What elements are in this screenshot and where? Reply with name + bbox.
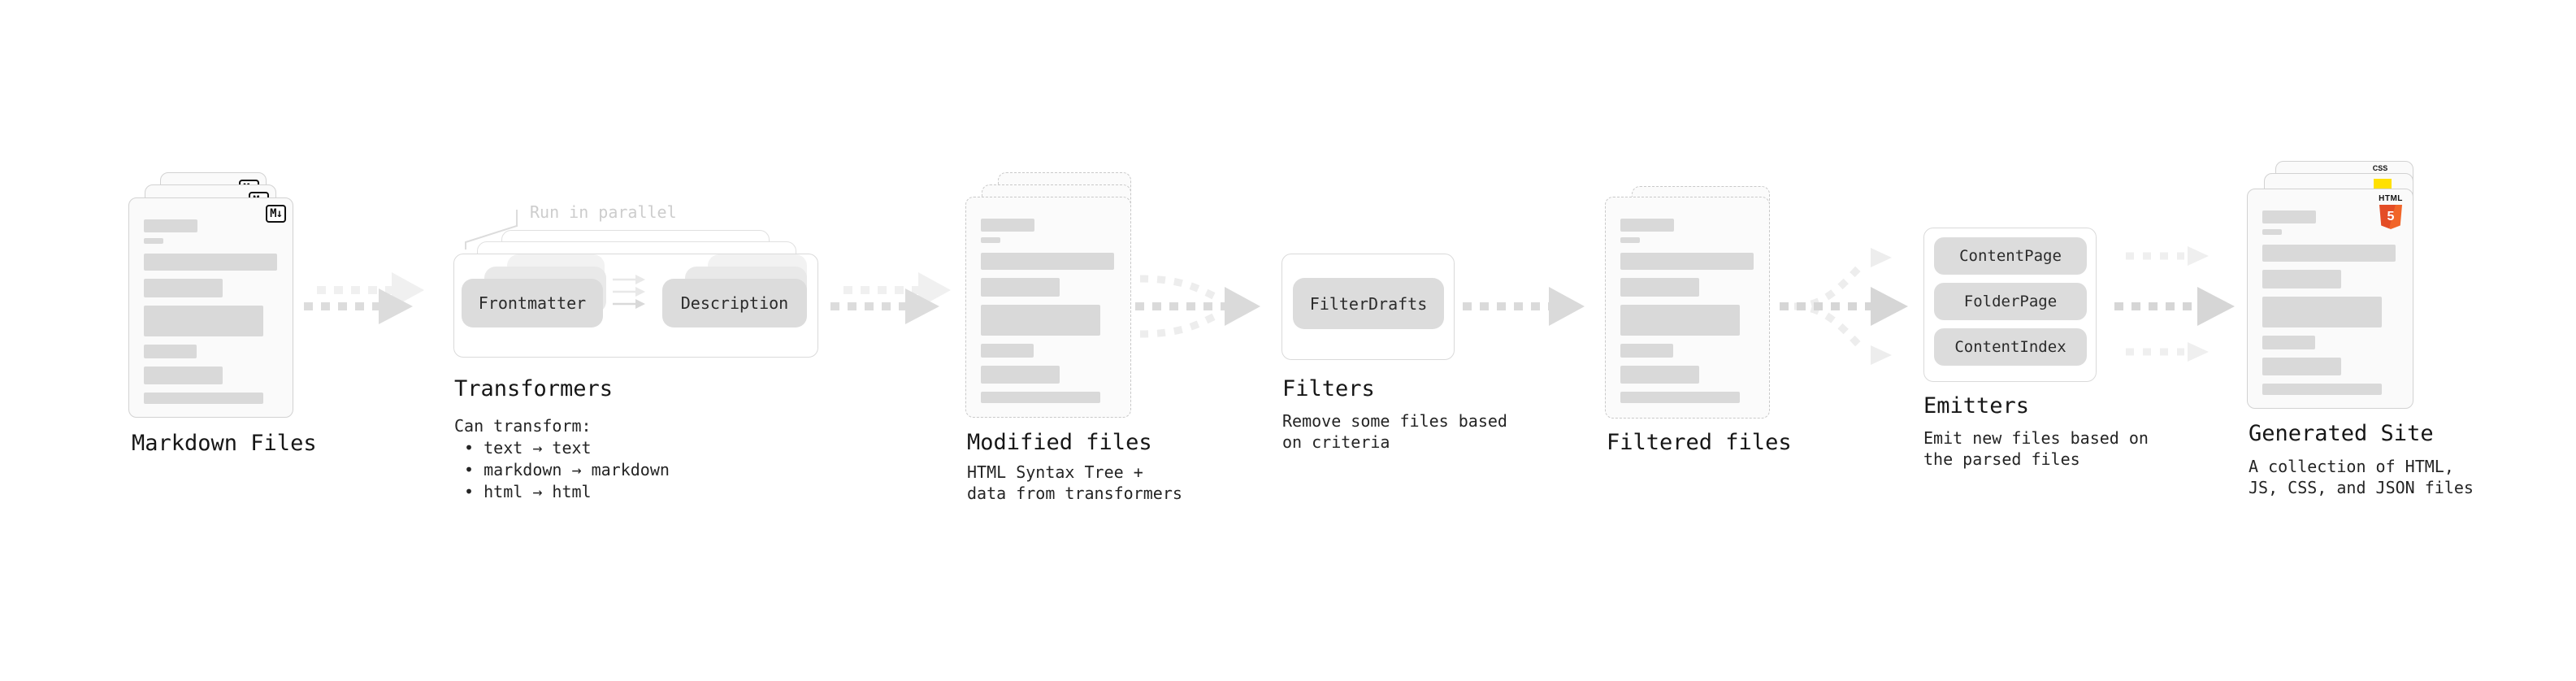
text-line-placeholder xyxy=(1620,237,1640,243)
leader-line xyxy=(465,210,518,249)
flow-arrow-markdown-to-transformers xyxy=(304,272,424,324)
markdown-icon: M↓ xyxy=(266,205,286,223)
text-line-placeholder xyxy=(144,306,263,336)
text-line-placeholder xyxy=(144,367,223,384)
text-line-placeholder xyxy=(144,279,223,297)
text-line-placeholder xyxy=(1620,344,1673,358)
generated-site-description: A collection of HTML, JS, CSS, and JSON … xyxy=(2249,457,2474,497)
emit-arrows xyxy=(2114,246,2235,362)
html5-icon: HTML 5 xyxy=(2379,195,2403,229)
text-line-placeholder xyxy=(144,345,197,358)
emitter-pill-folderpage: FolderPage xyxy=(1934,283,2087,320)
modified-files-label: Modified files xyxy=(967,430,1152,455)
transformers-title: Transformers xyxy=(454,376,614,401)
text-line-placeholder xyxy=(2262,297,2382,327)
text-line-placeholder xyxy=(2262,384,2382,395)
filters-title: Filters xyxy=(1282,376,1375,401)
text-line-placeholder xyxy=(144,254,277,271)
emitters-title: Emitters xyxy=(1923,393,2030,419)
text-line-placeholder xyxy=(1620,305,1740,336)
fan-out-arrow xyxy=(1780,248,1908,365)
parallel-arrows-icon xyxy=(613,275,645,309)
text-line-placeholder xyxy=(144,238,163,244)
modified-files-description: HTML Syntax Tree + data from transformer… xyxy=(967,462,1182,503)
transformers-description: Can transform: • text → text • markdown … xyxy=(454,416,670,501)
filtered-file-card xyxy=(1605,197,1770,419)
emitter-pill-contentindex: ContentIndex xyxy=(1934,328,2087,366)
js-badge xyxy=(2374,179,2392,191)
text-line-placeholder xyxy=(1620,366,1699,384)
text-line-placeholder xyxy=(981,392,1100,403)
css-badge-label: CSS xyxy=(2372,164,2388,172)
text-line-placeholder xyxy=(144,393,263,404)
run-in-parallel-note: Run in parallel xyxy=(530,202,677,222)
markdown-file-card: M↓ xyxy=(128,197,293,418)
description-pill: Description xyxy=(662,279,807,327)
text-line-placeholder xyxy=(981,344,1034,358)
filters-description: Remove some files based on criteria xyxy=(1282,411,1507,452)
filterdrafts-pill: FilterDrafts xyxy=(1293,278,1444,329)
text-line-placeholder xyxy=(1620,392,1740,403)
text-line-placeholder xyxy=(2262,210,2316,223)
text-line-placeholder xyxy=(981,237,1000,243)
generated-site-title: Generated Site xyxy=(2249,421,2434,446)
text-line-placeholder xyxy=(981,253,1114,270)
text-line-placeholder xyxy=(981,305,1100,336)
text-line-placeholder xyxy=(2262,270,2341,288)
text-line-placeholder xyxy=(981,219,1034,232)
generated-html-card: HTML 5 xyxy=(2247,189,2413,409)
modified-file-card xyxy=(965,197,1131,418)
text-line-placeholder xyxy=(1620,219,1674,232)
html5-word: HTML xyxy=(2379,194,2403,203)
text-line-placeholder xyxy=(981,366,1060,384)
flow-arrow-transformers-to-modified xyxy=(830,272,951,324)
text-line-placeholder xyxy=(981,278,1060,297)
text-line-placeholder xyxy=(2262,229,2282,235)
text-line-placeholder xyxy=(2262,358,2341,375)
text-line-placeholder xyxy=(144,219,197,232)
html5-shield: 5 xyxy=(2379,205,2402,229)
markdown-files-label: Markdown Files xyxy=(132,431,317,456)
text-line-placeholder xyxy=(2262,336,2315,349)
emitters-description: Emit new files based on the parsed files xyxy=(1923,428,2149,469)
frontmatter-pill: Frontmatter xyxy=(462,279,603,327)
text-line-placeholder xyxy=(2262,245,2396,262)
text-line-placeholder xyxy=(1620,278,1699,297)
fan-in-arrow xyxy=(1135,275,1260,338)
filtered-files-label: Filtered files xyxy=(1607,430,1792,455)
flow-arrow-filters-to-filtered xyxy=(1463,287,1585,326)
text-line-placeholder xyxy=(1620,253,1754,270)
emitter-pill-contentpage: ContentPage xyxy=(1934,237,2087,275)
